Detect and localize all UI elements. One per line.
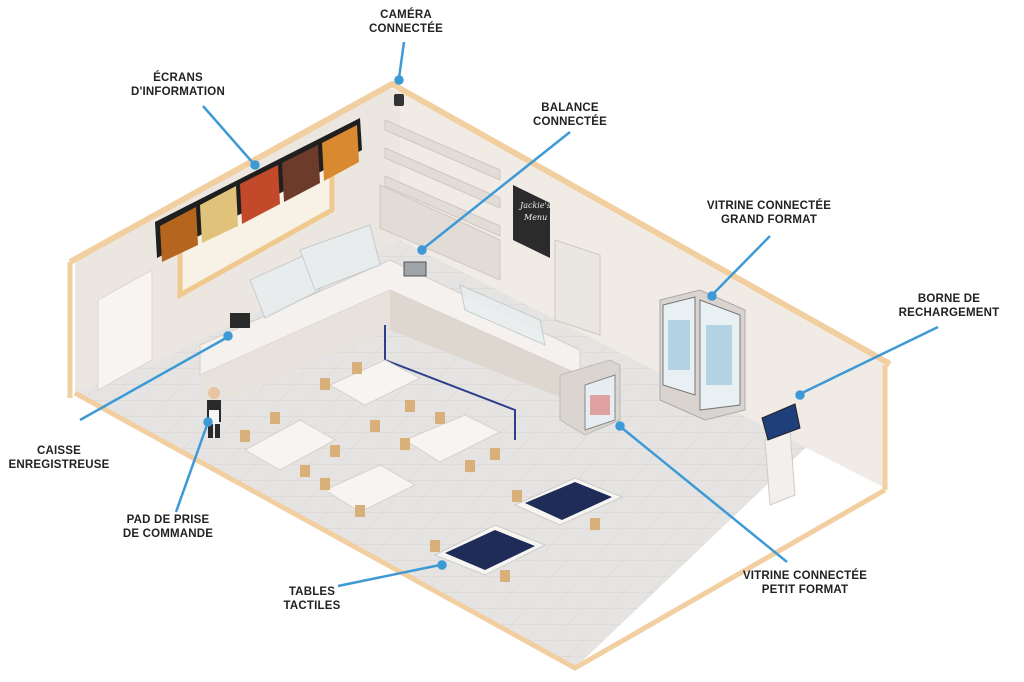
- callout-lines: [79, 41, 939, 588]
- label-camera-line1: CAMÉRA: [380, 9, 432, 21]
- label-charging-line2: RECHARGEMENT: [898, 307, 1000, 319]
- label-charging: BORNE DE RECHARGEMENT: [894, 292, 1004, 320]
- label-register: CAISSE ENREGISTREUSE: [4, 444, 114, 472]
- label-screens-line2: D'INFORMATION: [131, 86, 225, 98]
- wall-shelves: [379, 119, 501, 281]
- cash-register: [230, 313, 250, 328]
- label-charging-line1: BORNE DE: [917, 293, 981, 305]
- wall-top-edge: [68, 80, 892, 367]
- queue-barrier: [384, 325, 516, 440]
- label-camera-line2: CONNECTÉE: [368, 23, 443, 35]
- label-small-display: VITRINE CONNECTÉE PETIT FORMAT: [738, 569, 872, 597]
- label-small-display-line2: PETIT FORMAT: [761, 584, 849, 596]
- label-screens: ÉCRANS D'INFORMATION: [126, 71, 230, 99]
- info-screens: [155, 118, 362, 262]
- dining-tables: [243, 359, 502, 513]
- floor-edge: [73, 390, 887, 671]
- label-scale: BALANCE CONNECTÉE: [530, 101, 610, 129]
- label-touch-tables: TABLES TACTILES: [274, 585, 350, 613]
- label-scale-line2: CONNECTÉE: [532, 116, 607, 128]
- label-large-display-line1: VITRINE CONNECTÉE: [706, 200, 832, 212]
- label-large-display-line2: GRAND FORMAT: [720, 214, 818, 226]
- chalkboard-text-1: Jackie's: [518, 201, 551, 210]
- large-display-fridge: [659, 289, 746, 421]
- connected-scale: [403, 261, 427, 277]
- chalkboard-menu: [513, 185, 550, 258]
- label-touch-tables-line1: TABLES: [288, 586, 336, 598]
- chalkboard-text-2: Menu: [523, 213, 547, 222]
- camera-device: [394, 94, 404, 106]
- label-order-pad-line1: PAD DE PRISE: [126, 514, 210, 526]
- serving-counter: [199, 224, 581, 410]
- label-small-display-line1: VITRINE CONNECTÉE: [742, 570, 868, 582]
- chairs: [240, 362, 500, 517]
- label-touch-tables-line2: TACTILES: [283, 600, 341, 612]
- label-camera: CAMÉRA CONNECTÉE: [366, 8, 446, 36]
- label-register-line2: ENREGISTREUSE: [8, 459, 110, 471]
- touch-tables: [430, 477, 624, 582]
- label-order-pad: PAD DE PRISE DE COMMANDE: [116, 513, 220, 541]
- charging-kiosk: [761, 403, 801, 506]
- small-display-fridge: [559, 359, 621, 436]
- waiter-figure: [207, 387, 221, 438]
- doorway: [97, 269, 153, 391]
- label-register-line1: CAISSE: [36, 445, 82, 457]
- label-large-display: VITRINE CONNECTÉE GRAND FORMAT: [702, 199, 836, 227]
- label-scale-line1: BALANCE: [541, 102, 599, 114]
- label-order-pad-line2: DE COMMANDE: [122, 528, 214, 540]
- back-fridge: [554, 239, 601, 336]
- label-screens-line1: ÉCRANS: [153, 72, 203, 84]
